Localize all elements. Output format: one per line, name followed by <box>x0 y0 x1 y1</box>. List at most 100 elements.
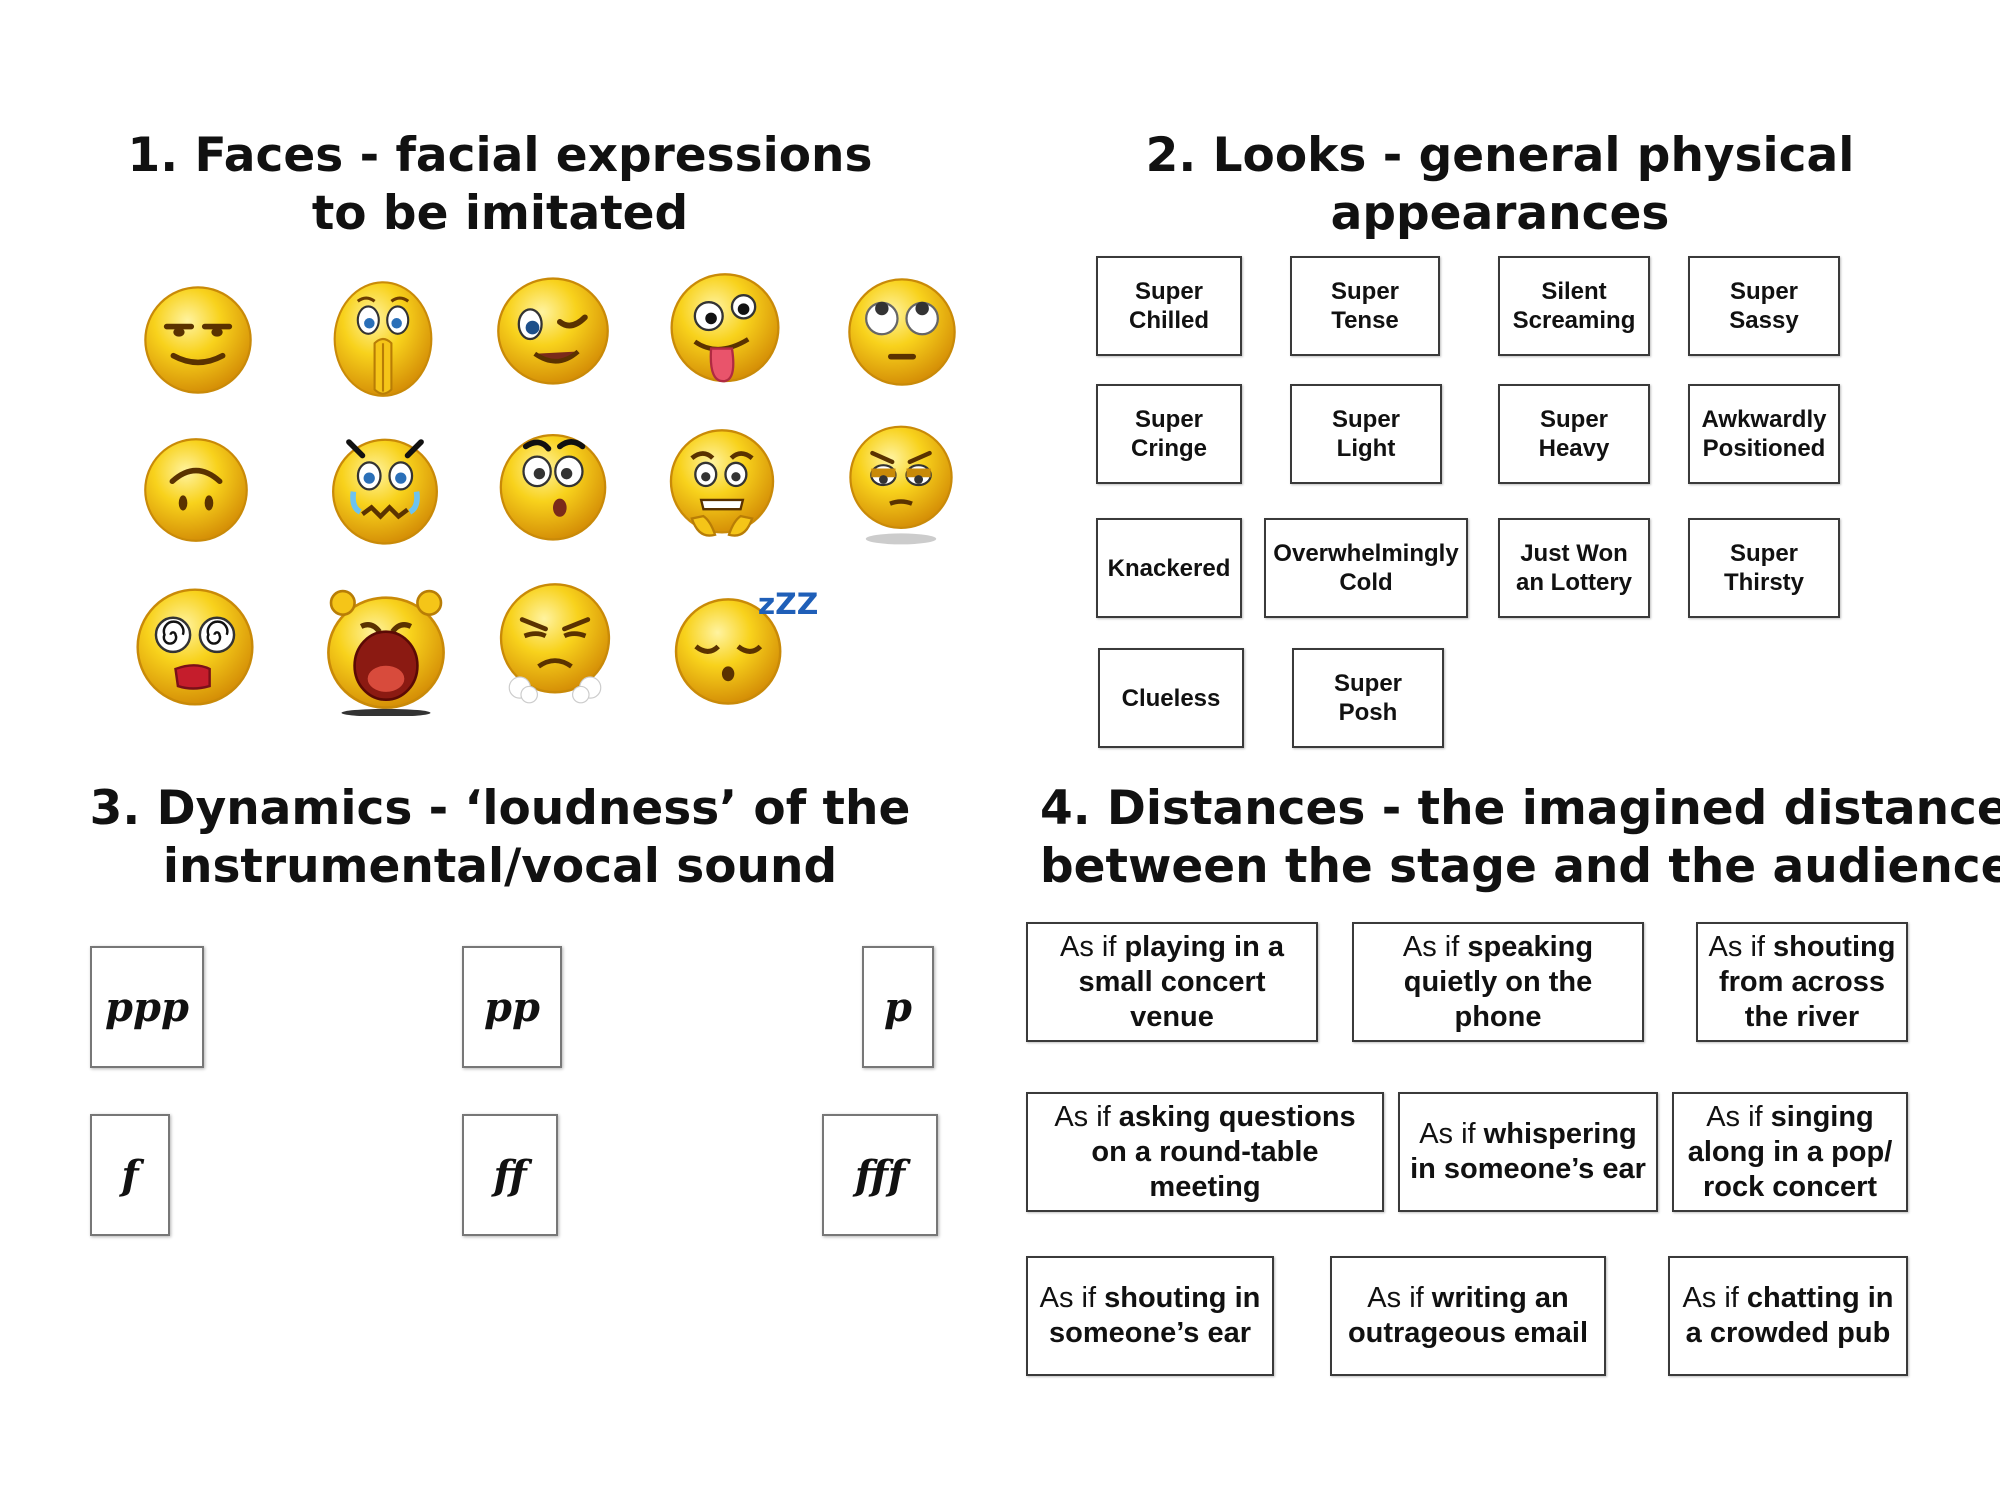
winking-face-icon <box>496 276 610 386</box>
card-line: Super <box>1333 670 1402 697</box>
card-line: Screaming <box>1512 307 1636 334</box>
card-line: Super <box>1134 278 1203 305</box>
card-line: in someone’s ear <box>1410 1153 1646 1185</box>
card-line: Positioned <box>1702 435 1826 462</box>
card-line: Tense <box>1331 307 1399 334</box>
sleeping-face-icon: zZZ <box>668 582 818 706</box>
card-line: shouting <box>1764 930 1896 963</box>
annoyed-face-icon <box>846 424 956 546</box>
card-line: Overwhelmingly <box>1273 540 1459 567</box>
card-line: from across <box>1718 965 1885 998</box>
eye-roll-face-icon <box>846 276 958 388</box>
card-line: Just Won <box>1520 540 1628 567</box>
distance-card: As if singing along in a pop/ rock conce… <box>1672 1092 1908 1212</box>
angry-steam-face-icon <box>496 582 614 704</box>
card-line: Sassy <box>1729 307 1799 334</box>
distance-card: As if writing an outrageous email <box>1330 1256 1606 1376</box>
screaming-face-icon <box>314 584 458 716</box>
dynamics-card-f: f <box>90 1114 170 1236</box>
card-line: writing an <box>1423 1282 1569 1314</box>
title-line: between the stage and the audience <box>1040 839 2000 894</box>
confused-face-icon <box>496 426 610 544</box>
card-line: Super <box>1729 540 1798 567</box>
dynamics-section-title: 3. Dynamics - ‘loudness’ of the instrume… <box>80 780 920 896</box>
card-prefix: As if <box>1402 930 1460 963</box>
distance-card: As if shouting in someone’s ear <box>1026 1256 1274 1376</box>
title-line: 4. Distances - the imagined distance <box>1040 781 2000 836</box>
card-line: Super <box>1729 278 1798 305</box>
card-line: Super <box>1330 278 1399 305</box>
card-line: small concert venue <box>1078 965 1266 1033</box>
distances-section-title: 4. Distances - the imagined distance bet… <box>1040 780 2000 896</box>
card-line: Clueless <box>1121 684 1221 712</box>
look-card: Knackered <box>1096 518 1242 618</box>
crying-face-icon <box>328 424 442 548</box>
tongue-out-face-icon <box>666 272 784 388</box>
card-prefix: As if <box>1706 1100 1763 1133</box>
card-line: Super <box>1539 406 1608 433</box>
card-prefix: As if <box>1708 930 1765 963</box>
distance-card: As if asking questions on a round-table … <box>1026 1092 1384 1212</box>
card-line: Chilled <box>1128 307 1209 334</box>
card-line: on a round-table meeting <box>1091 1135 1319 1203</box>
card-line: Silent <box>1541 278 1607 305</box>
faces-section-title: 1. Faces - facial expressions to be imit… <box>100 127 900 243</box>
card-line: playing in a <box>1116 930 1284 963</box>
dizzy-face-icon <box>134 586 256 708</box>
distance-card: As if shouting from across the river <box>1696 922 1908 1042</box>
title-line: 3. Dynamics - ‘loudness’ of the <box>89 781 911 836</box>
card-line: Cringe <box>1130 435 1207 462</box>
card-line: Super <box>1331 406 1400 433</box>
card-line: rock concert <box>1702 1170 1878 1203</box>
card-line: asking questions <box>1110 1100 1356 1133</box>
nervous-face-icon <box>664 428 780 544</box>
card-line: Cold <box>1339 569 1393 596</box>
card-line: Posh <box>1338 699 1398 726</box>
distance-card: As if whispering in someone’s ear <box>1398 1092 1658 1212</box>
distance-card: As if speaking quietly on the phone <box>1352 922 1644 1042</box>
card-line: a crowded pub <box>1685 1317 1891 1349</box>
card-prefix: As if <box>1054 1100 1111 1133</box>
title-line: 1. Faces - facial expressions <box>127 128 873 183</box>
card-line: the river <box>1744 1000 1860 1033</box>
card-line: Light <box>1336 435 1396 462</box>
card-line: Awkwardly <box>1701 406 1827 433</box>
card-line: chatting in <box>1738 1282 1894 1314</box>
dynamics-card-p: p <box>862 946 934 1068</box>
distance-card: As if chatting in a crowded pub <box>1668 1256 1908 1376</box>
dynamics-card-ff: ff <box>462 1114 558 1236</box>
looks-section-title: 2. Looks - general physical appearances <box>1100 127 1900 243</box>
card-prefix: As if <box>1039 1282 1097 1314</box>
dynamics-card-ppp: ppp <box>90 946 204 1068</box>
card-line: shouting in <box>1096 1282 1261 1314</box>
title-line: appearances <box>1330 186 1670 241</box>
smirk-face-icon <box>142 284 254 396</box>
card-line: speaking <box>1459 930 1594 963</box>
dynamics-card-fff: fff <box>822 1114 938 1236</box>
card-prefix: As if <box>1367 1282 1424 1314</box>
card-line: Super <box>1134 406 1203 433</box>
title-line: to be imitated <box>311 186 689 241</box>
dynamics-card-pp: pp <box>462 946 562 1068</box>
title-line: instrumental/vocal sound <box>162 839 838 894</box>
look-card: Clueless <box>1098 648 1244 748</box>
title-line: 2. Looks - general physical <box>1145 128 1855 183</box>
card-prefix: As if <box>1419 1118 1476 1150</box>
sleep-zzz-text: zZZ <box>758 587 818 622</box>
card-line: along in a pop/ <box>1687 1135 1893 1168</box>
card-line: Knackered <box>1107 554 1231 582</box>
distance-card: As if playing in a small concert venue <box>1026 922 1318 1042</box>
card-line: outrageous email <box>1347 1317 1589 1349</box>
card-line: Thirsty <box>1723 569 1804 596</box>
card-line: Heavy <box>1538 435 1610 462</box>
upside-down-face-icon <box>142 436 250 544</box>
card-line: an Lottery <box>1515 569 1632 596</box>
